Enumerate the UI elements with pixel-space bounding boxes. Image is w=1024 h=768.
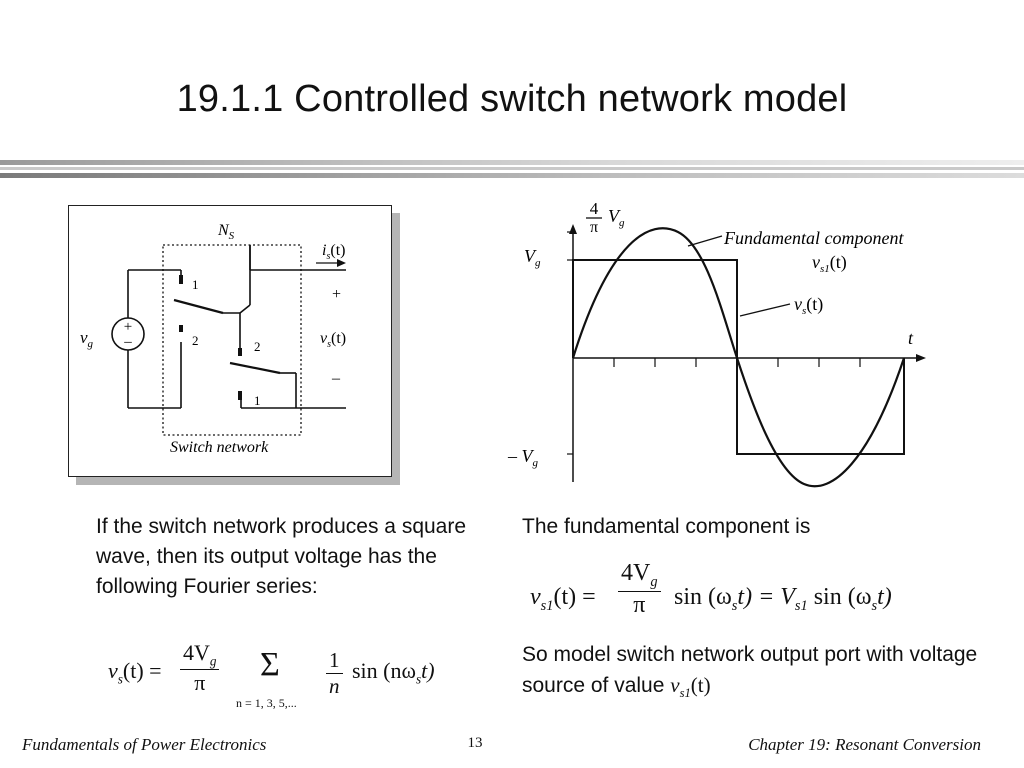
- footer-book-title: Fundamentals of Power Electronics: [22, 735, 267, 754]
- fundamental-equation: vs1(t) = 4Vg π sin (ωst) = Vs1 sin (ωst): [530, 560, 950, 620]
- voltage-source-symbol: [111, 317, 145, 351]
- peak-fraction-den: π: [590, 219, 598, 236]
- fundamental-component-label: Fundamental component: [723, 228, 904, 248]
- fourier-sine-term: sin (nωst): [352, 658, 435, 687]
- fourier-coefficient: 4Vg π: [180, 640, 220, 696]
- output-plus-sign: +: [332, 286, 341, 303]
- summation-range: n = 1, 3, 5,...: [236, 696, 297, 710]
- ns-label: NS: [217, 222, 235, 242]
- vs-label: vs(t): [794, 294, 823, 317]
- upper-switch-pos-2: 2: [192, 333, 199, 348]
- upper-switch-blade: [173, 298, 224, 315]
- vs-leader: [739, 303, 791, 317]
- vg-level-label: Vg: [524, 246, 541, 269]
- summation-sign: Σ: [260, 646, 280, 683]
- t-axis-ticks: [613, 358, 861, 367]
- model-text: So model switch network output port with…: [522, 640, 982, 708]
- y-axis-arrow: [569, 224, 577, 234]
- footer-chapter: Chapter 19: Resonant Conversion: [748, 735, 981, 754]
- source-plus-sign: +: [124, 319, 132, 335]
- t-axis-arrow: [916, 354, 926, 362]
- fourier-series-equation: vs(t) = 4Vg π Σ n = 1, 3, 5,... 1 n sin …: [108, 640, 468, 715]
- t-axis-label: t: [908, 328, 914, 348]
- neg-vg-level-label: – Vg: [507, 446, 539, 469]
- fundamental-sine-vs1: [571, 227, 906, 488]
- title-divider-middle: [0, 167, 1024, 170]
- source-minus-sign: –: [123, 334, 132, 350]
- vg-label: vg: [80, 328, 94, 350]
- lower-switch-pos-2: 2: [254, 339, 261, 354]
- peak-vg-label: Vg: [608, 206, 625, 229]
- square-wave-plot: 4 π Vg Vg – Vg t Fundamental component v…: [507, 199, 926, 488]
- output-minus-sign: –: [331, 370, 341, 387]
- fundamental-intro-text: The fundamental component is: [522, 515, 811, 538]
- upper-switch-pos-1: 1: [192, 277, 199, 292]
- switch-network-boundary: [162, 244, 302, 436]
- lower-switch-pos-1: 1: [254, 393, 261, 408]
- fundamental-lhs: vs1(t) =: [530, 584, 596, 614]
- switch-network-caption: Switch network: [170, 439, 269, 456]
- one-over-n: 1 n: [326, 648, 343, 699]
- fourier-lhs: vs(t) =: [108, 658, 162, 687]
- page-number: 13: [467, 735, 483, 751]
- fundamental-leader: [687, 235, 723, 247]
- slide-title: 19.1.1 Controlled switch network model: [176, 78, 848, 120]
- vs1-label: vs1(t): [812, 252, 847, 275]
- is-label: is(t): [322, 242, 345, 262]
- fundamental-rhs: sin (ωst) = Vs1 sin (ωst): [674, 584, 892, 614]
- peak-fraction-num: 4: [590, 199, 599, 218]
- vs-label: vs(t): [320, 330, 346, 350]
- current-arrow-head: [337, 259, 346, 267]
- switch-network-circuit: + – vg NS is(t) + vs(t) – 1 2 2 1 Switch…: [80, 222, 346, 456]
- fourier-intro-text: If the switch network produces a square …: [96, 515, 467, 598]
- lower-switch-blade: [229, 361, 281, 375]
- square-wave-vs: [572, 259, 905, 455]
- model-text-body: So model switch network output port with…: [522, 643, 978, 697]
- model-value: vs1(t): [670, 673, 711, 701]
- title-divider-bottom: [0, 173, 1024, 178]
- fundamental-coefficient: 4Vg π: [618, 560, 661, 619]
- title-divider-top: [0, 160, 1024, 165]
